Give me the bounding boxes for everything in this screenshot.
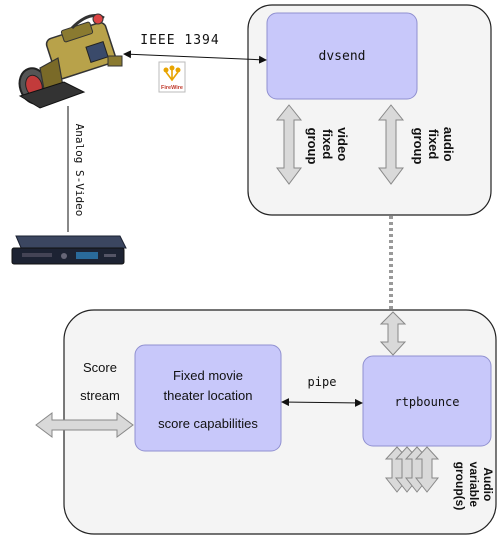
svg-text:video fixed group: video fixed group bbox=[305, 127, 350, 165]
dvsend-box bbox=[266, 12, 418, 100]
dvsend-label: dvsend bbox=[319, 49, 366, 64]
video-fixed-group-arrow bbox=[275, 104, 303, 185]
score-box-line-3: score capabilities bbox=[158, 416, 258, 431]
firewire-logo-text: FireWire bbox=[161, 85, 183, 91]
camcorder-icon bbox=[18, 13, 123, 109]
audio-variable-group-label: Audio variable group(s) bbox=[453, 462, 495, 511]
firewire-logo-icon: FireWire bbox=[158, 61, 186, 93]
svg-text:audio fixed group: audio fixed group bbox=[411, 127, 456, 165]
score-stream-arrow bbox=[35, 412, 134, 438]
rtpbounce-label: rtpbounce bbox=[394, 395, 459, 409]
score-box-line-2: theater location bbox=[164, 388, 253, 403]
rtpbounce-box bbox=[362, 355, 492, 447]
pipe-arrow bbox=[281, 398, 363, 407]
audio-fixed-group-label: audio fixed group bbox=[411, 127, 456, 165]
analog-svideo-label: Analog S-Video bbox=[73, 124, 86, 217]
video-player-icon bbox=[11, 235, 127, 265]
video-fixed-group-label: video fixed group bbox=[305, 127, 350, 165]
ieee1394-label: IEEE 1394 bbox=[140, 33, 219, 48]
audio-variable-group-arrows bbox=[384, 446, 440, 493]
score-stream-label-1: Score bbox=[83, 360, 117, 375]
svg-text:Audio variable gro: Audio variable group(s) bbox=[453, 462, 495, 511]
score-box-line-1: Fixed movie bbox=[173, 368, 243, 383]
rtpbounce-top-arrow bbox=[379, 311, 407, 356]
score-stream-label-2: stream bbox=[80, 388, 120, 403]
audio-fixed-group-arrow bbox=[377, 104, 405, 185]
score-capabilities-box bbox=[134, 344, 282, 452]
ieee1394-connection-arrow bbox=[123, 50, 267, 64]
svg-text:Analog S-Video: Analog S-Video bbox=[73, 124, 86, 217]
pipe-label: pipe bbox=[308, 375, 337, 389]
